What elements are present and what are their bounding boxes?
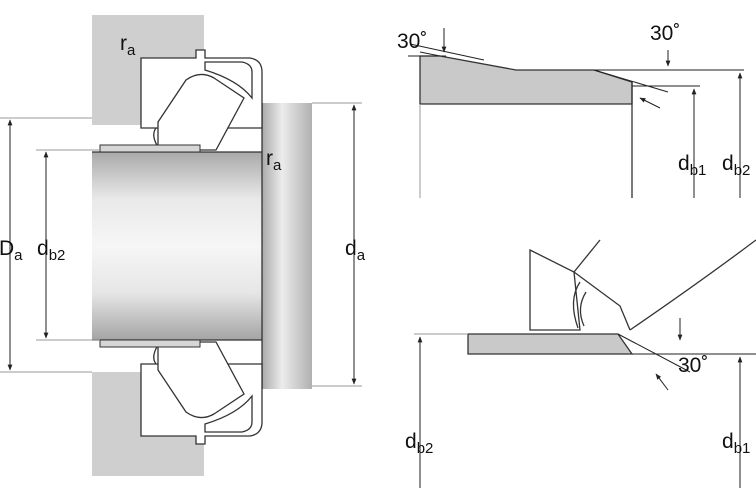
label-angle-top-left: 30˚ bbox=[397, 30, 427, 53]
label-ra-top: ra bbox=[120, 32, 136, 59]
label-Da: Da bbox=[0, 237, 23, 264]
label-db1-top: db1 bbox=[678, 152, 706, 179]
label-db2-bottom: db2 bbox=[405, 430, 433, 457]
bearing-lower bbox=[99, 339, 263, 445]
sleeve-profile-top bbox=[419, 55, 633, 105]
label-db2-left: db2 bbox=[37, 237, 65, 264]
label-angle-top-right: 30˚ bbox=[650, 22, 680, 45]
label-ra-mid: ra bbox=[266, 147, 282, 174]
label-da: da bbox=[345, 237, 366, 264]
label-db2-top: db2 bbox=[722, 152, 750, 179]
bearing-upper bbox=[99, 49, 263, 153]
sleeve-profile-bottom bbox=[467, 333, 634, 355]
label-db1-bottom: db1 bbox=[722, 430, 750, 457]
detail-bottom-right: 30˚ db2 db1 bbox=[405, 239, 756, 488]
label-angle-bottom-right: 30˚ bbox=[678, 354, 708, 377]
shaft bbox=[92, 152, 262, 340]
detail-top-right: 30˚ 30˚ db1 db2 bbox=[397, 22, 750, 198]
left-section-view: ra ra Da db2 da bbox=[0, 15, 366, 476]
shaft-collar bbox=[262, 103, 312, 389]
